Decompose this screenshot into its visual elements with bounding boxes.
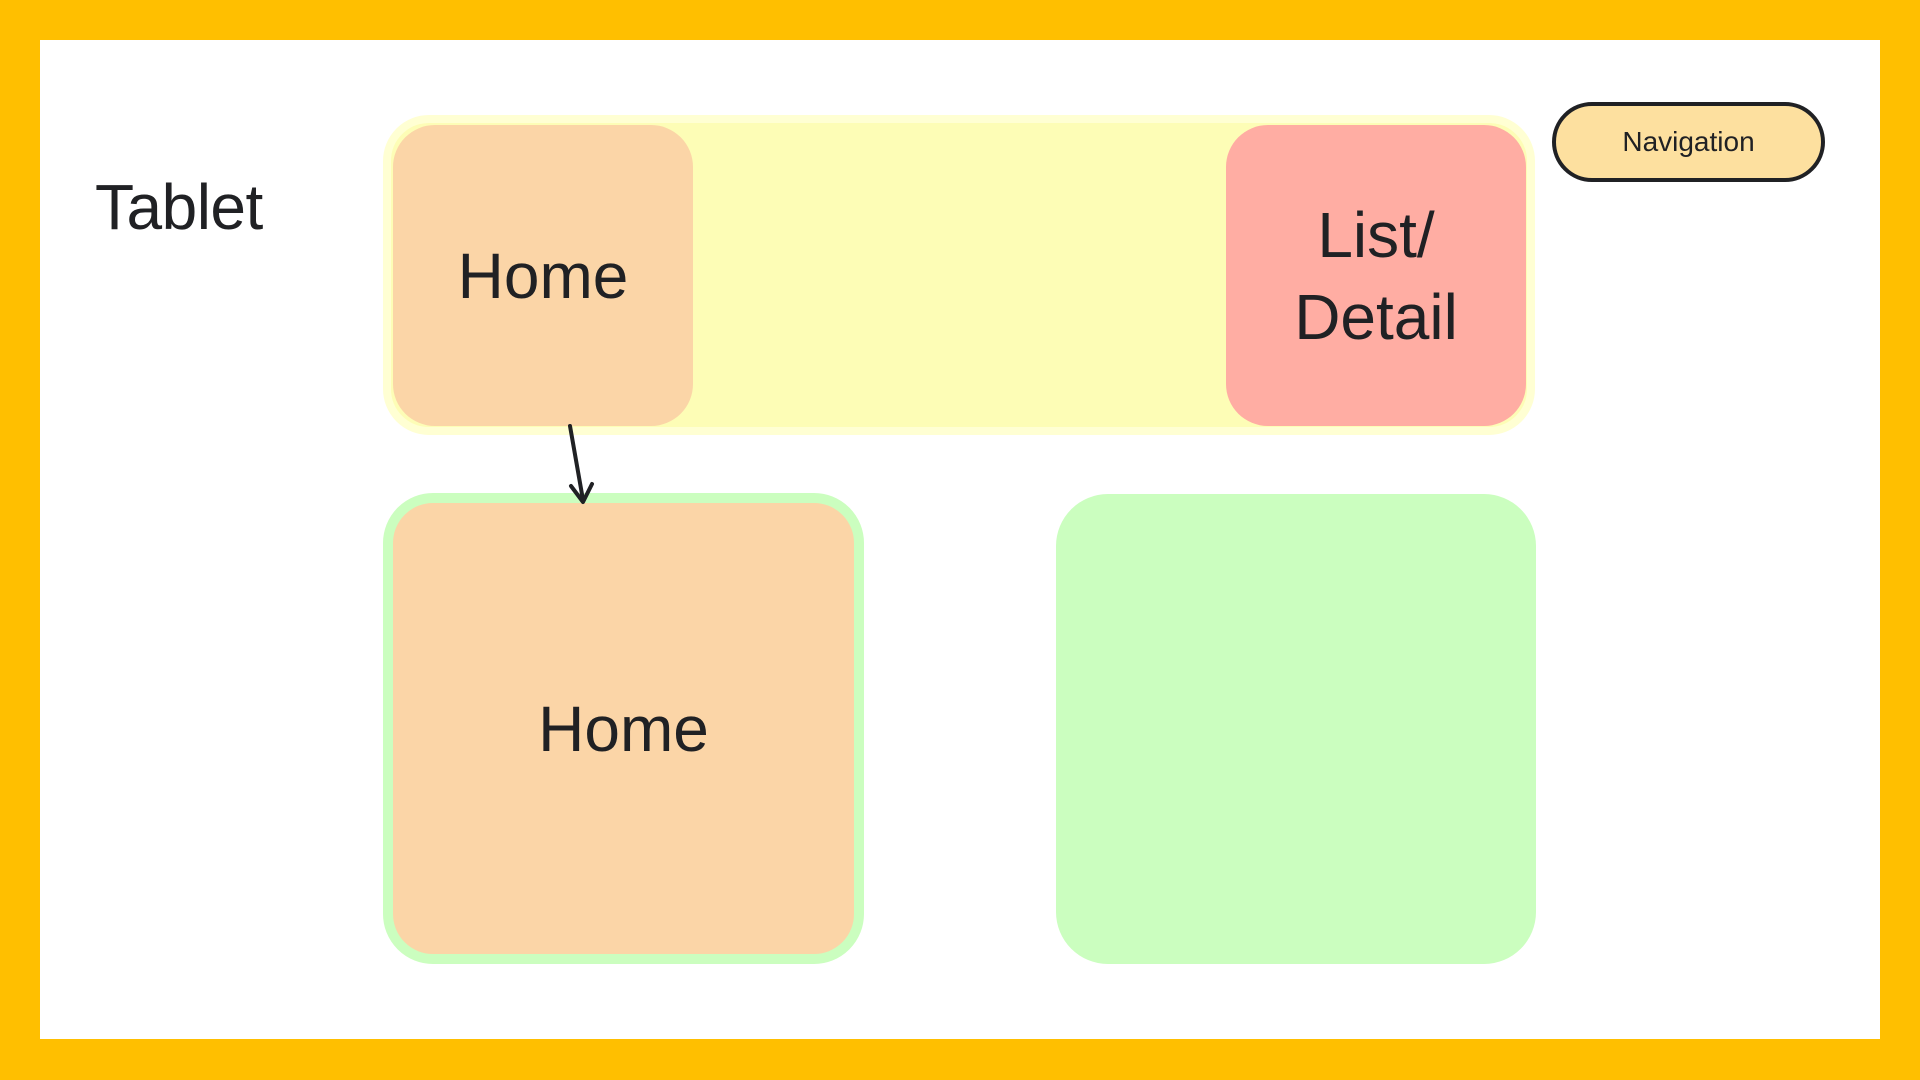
home-bottom-label: Home [538,692,709,765]
navigation-legend-pill: Navigation [1552,102,1825,182]
list-detail-label: List/ Detail [1294,198,1458,353]
diagram-title: Tablet [95,171,263,243]
empty-content-pane [1056,494,1536,964]
home-content-pane: Home [383,493,864,964]
home-destination-top: Home [393,125,693,426]
list-detail-destination: List/ Detail [1226,125,1526,426]
home-top-label: Home [457,239,629,312]
navigation-legend-label: Navigation [1622,126,1755,157]
